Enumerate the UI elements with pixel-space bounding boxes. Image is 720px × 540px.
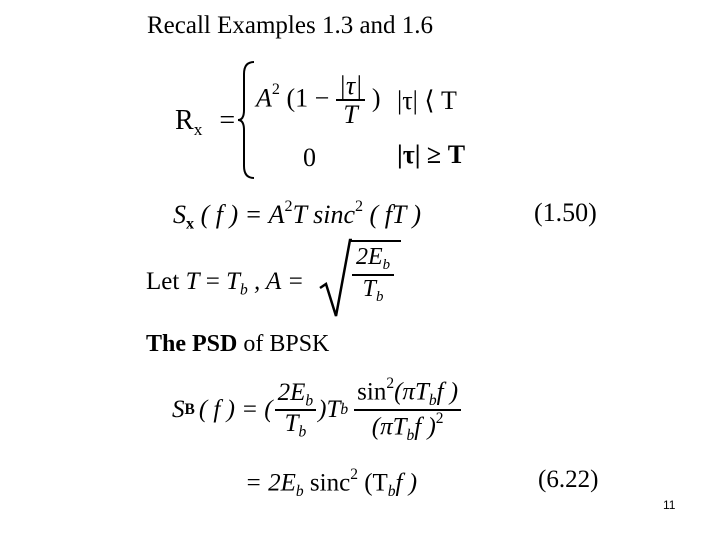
left-brace-icon [237,61,255,179]
psd-heading: The PSD of BPSK [146,331,330,357]
page-number: 11 [663,498,676,512]
equation-number-1-50: (1.50) [534,198,597,227]
rx-case2-value: 0 [303,143,316,172]
sqrt-overbar [351,240,401,242]
let-statement: Let T = Tb , A = [146,268,304,299]
sb-result: = 2Eb sinc2 (Tbf ) [245,466,418,501]
sqrt-radical-icon [319,238,352,317]
sx-equation: Sx ( f ) = A2T sinc2 ( fT ) [173,198,422,233]
equation-number-6-22: (6.22) [538,466,599,493]
rx-case1-expression: A2 (1 − |τ| T ) [256,71,381,130]
sqrt-fraction: 2Eb Tb [352,244,395,306]
rx-lhs: Rx = [175,105,236,140]
rx-case2-condition: |τ| ≥ T [397,140,466,169]
slide-heading: Recall Examples 1.3 and 1.6 [147,12,434,39]
rx-case1-condition: |τ| ⟨ T [397,86,457,115]
